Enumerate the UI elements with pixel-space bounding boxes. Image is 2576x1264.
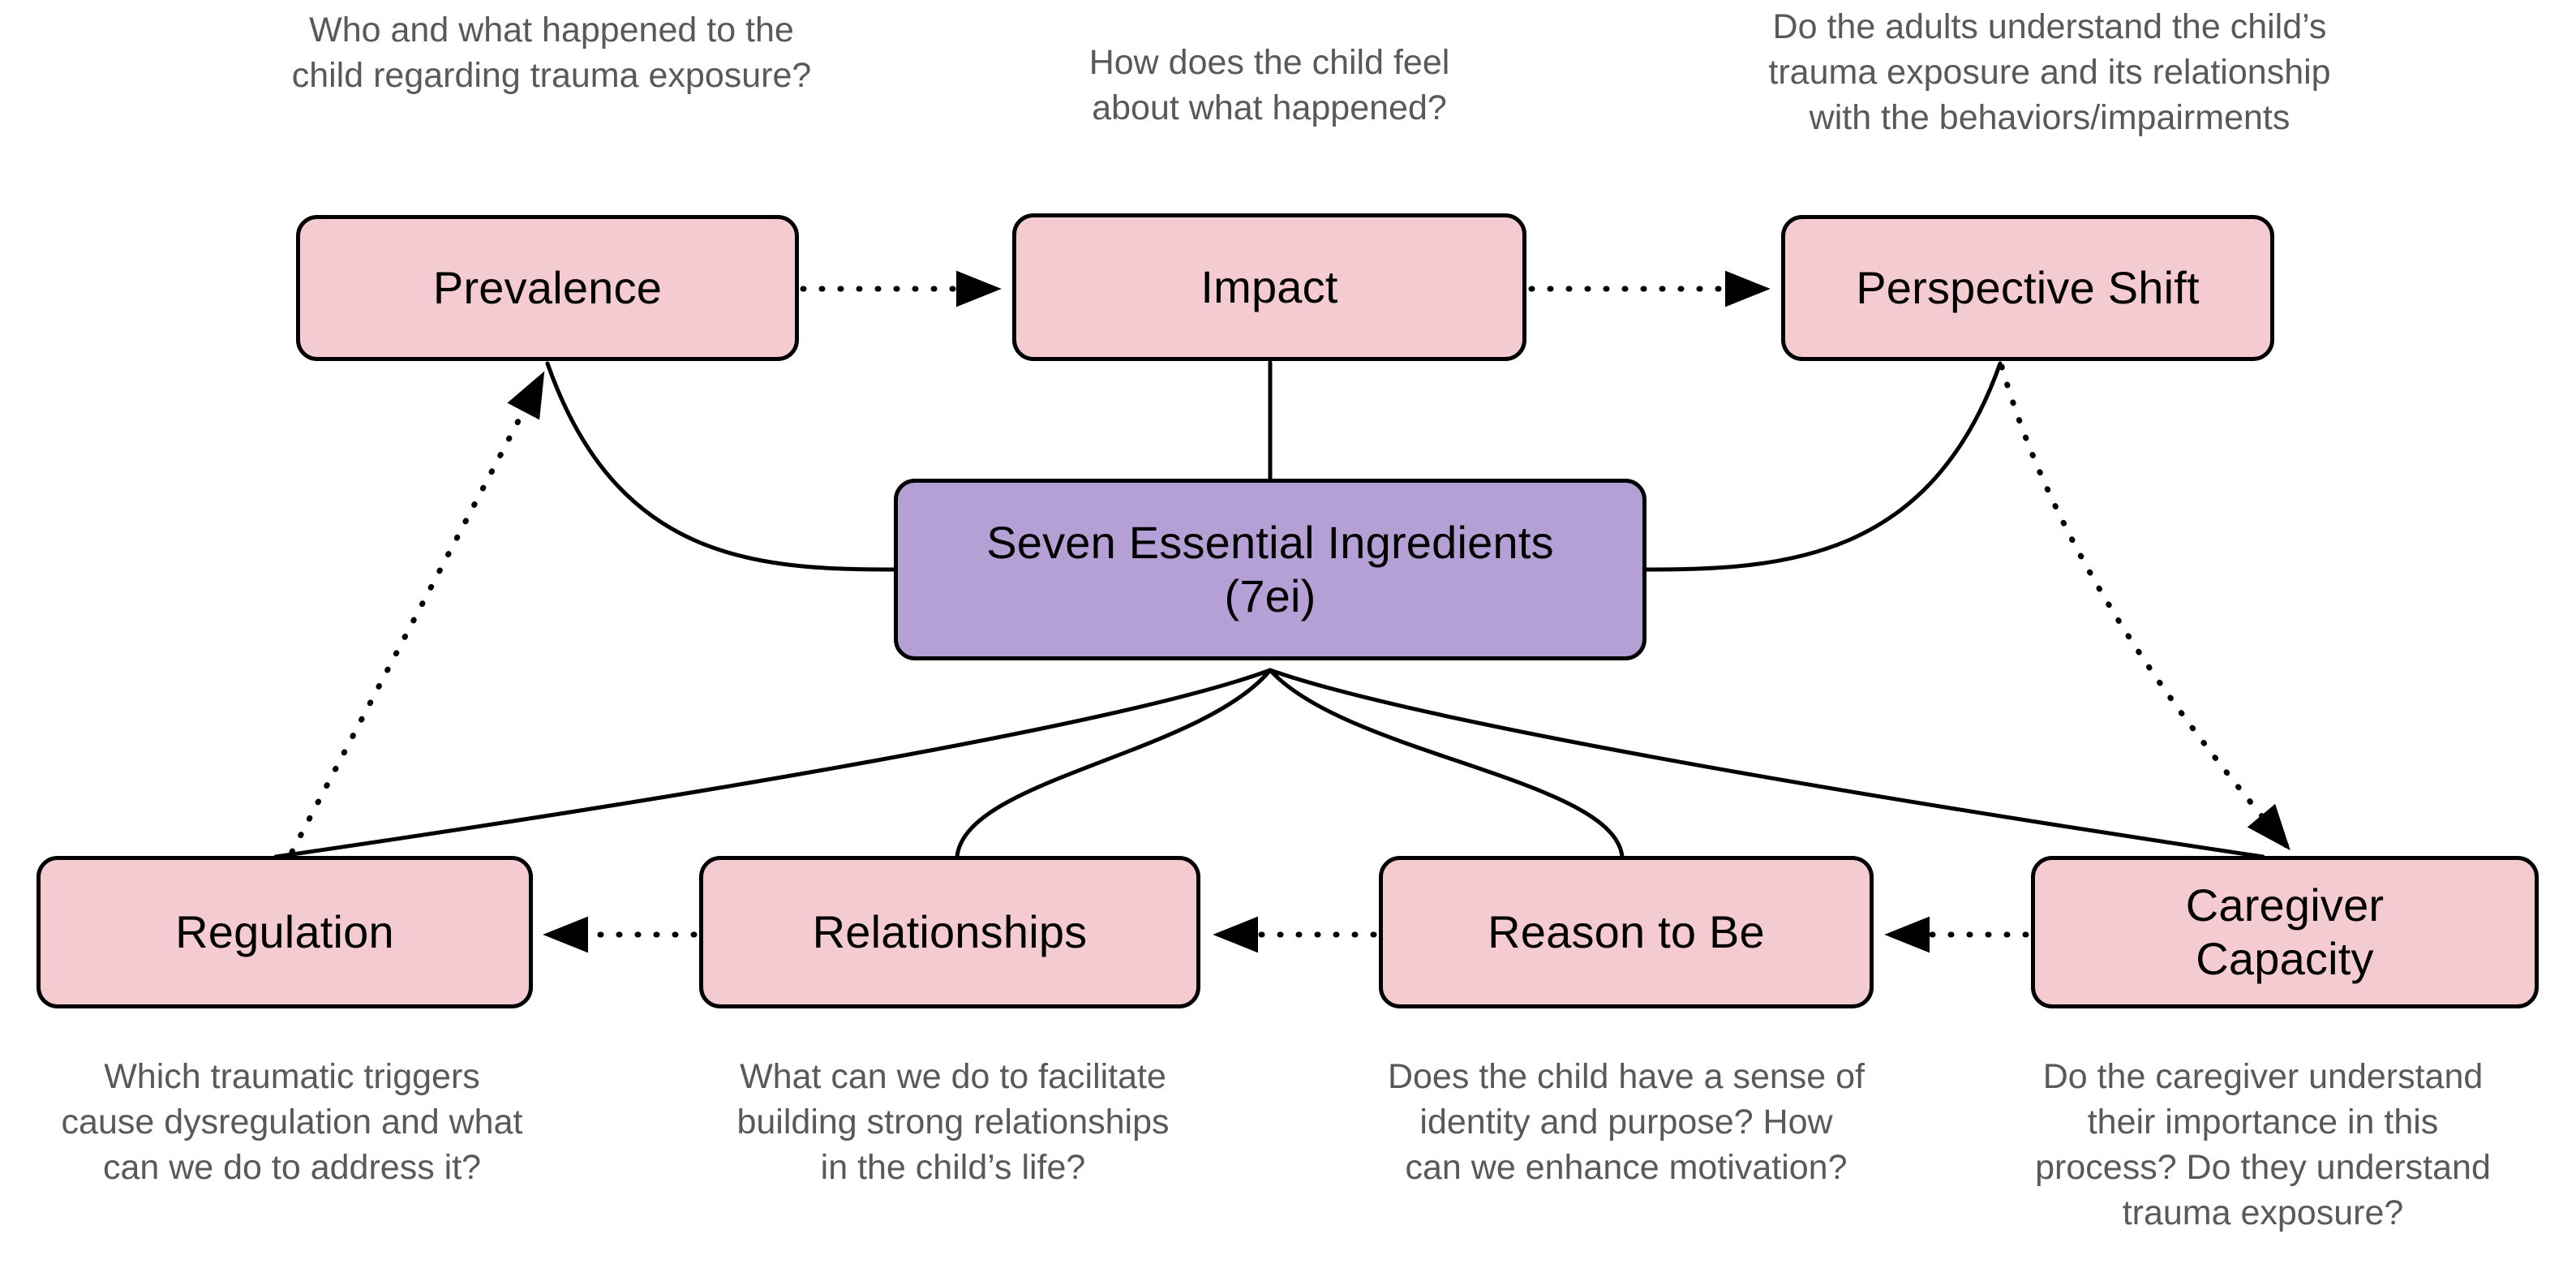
caption-regulation: Which traumatic triggers cause dysregula… <box>61 1057 523 1187</box>
node-seven-essential-ingredients-label: Seven Essential Ingredients (7ei) <box>986 516 1554 621</box>
node-impact-label: Impact <box>1200 260 1338 312</box>
node-relationships[interactable]: Relationships <box>699 856 1200 1008</box>
edge-core-to-caregiver-capacity <box>1268 668 2265 859</box>
node-perspective-shift[interactable]: Perspective Shift <box>1781 215 2274 361</box>
caption-impact: How does the child feel about what happe… <box>1088 43 1450 127</box>
caption-reason-to-be: Does the child have a sense of identity … <box>1387 1057 1865 1187</box>
node-regulation[interactable]: Regulation <box>36 856 533 1008</box>
caption-caregiver-capacity: Do the caregiver understand their import… <box>2035 1057 2491 1232</box>
node-impact[interactable]: Impact <box>1012 213 1526 361</box>
edge-core-to-prevalence <box>545 361 896 572</box>
node-regulation-label: Regulation <box>175 905 394 957</box>
edge-core-to-relationships <box>955 668 1273 859</box>
node-prevalence-label: Prevalence <box>432 261 663 313</box>
edge-regulation-to-prevalence <box>289 370 547 855</box>
node-prevalence[interactable]: Prevalence <box>296 215 799 361</box>
caption-perspective-shift: Do the adults understand the child’s tra… <box>1768 7 2331 137</box>
node-perspective-shift-label: Perspective Shift <box>1856 261 2200 313</box>
node-caregiver-capacity[interactable]: Caregiver Capacity <box>2031 856 2539 1008</box>
node-relationships-label: Relationships <box>812 905 1088 957</box>
edge-core-to-perspective-shift <box>1644 361 2003 572</box>
edge-core-to-regulation <box>273 668 1273 859</box>
node-seven-essential-ingredients[interactable]: Seven Essential Ingredients (7ei) <box>894 479 1646 660</box>
edge-core-to-reason-to-be <box>1268 668 1625 859</box>
caption-prevalence: Who and what happened to the child regar… <box>291 11 812 95</box>
caption-relationships: What can we do to facilitate building st… <box>736 1057 1170 1187</box>
node-caregiver-capacity-label: Caregiver Capacity <box>2185 879 2385 984</box>
node-reason-to-be-label: Reason to Be <box>1488 905 1765 957</box>
node-reason-to-be[interactable]: Reason to Be <box>1379 856 1874 1008</box>
edge-perspective-shift-to-caregiver-capacity <box>1999 363 2292 852</box>
